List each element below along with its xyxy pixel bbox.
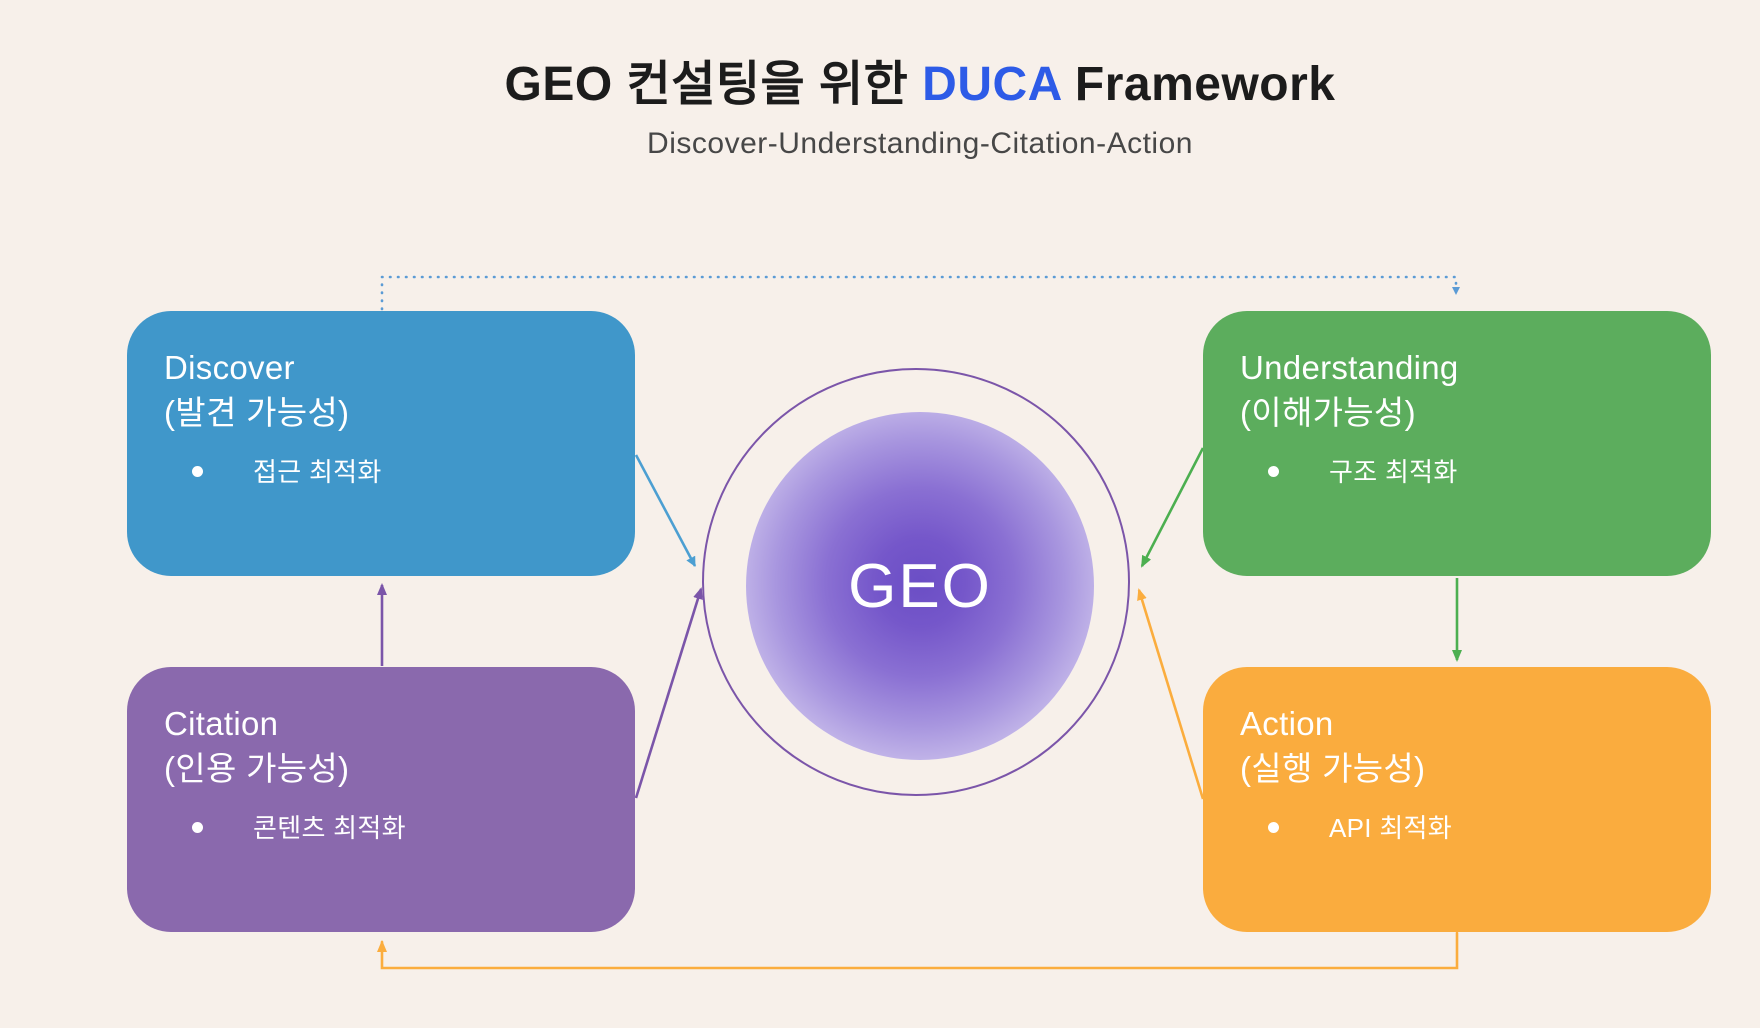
citation-box-title: Citation (인용 가능성) [164,701,349,791]
understanding-box-title: Understanding (이해가능성) [1240,345,1459,435]
understanding-bullet-label: 구조 최적화 [1329,457,1458,487]
geo-label: GEO [848,551,992,621]
citation-box: Citation (인용 가능성) 콘텐츠 최적화 [127,667,635,932]
page-title: GEO 컨설팅을 위한 DUCA Framework [505,44,1336,114]
page-title-suffix: Framework [1061,58,1336,111]
understanding-title-en: Understanding [1240,349,1459,386]
arrow-citation-to-geo [634,587,703,799]
arrow-action-to-geo [1137,588,1205,800]
arrow-discover-to-understanding-dotted [380,275,1460,311]
citation-bullet-row: 콘텐츠 최적화 [127,813,635,843]
arrow-discover-to-geo [634,454,697,567]
understanding-bullet-row: 구조 최적화 [1203,457,1711,487]
discover-box-title: Discover (발견 가능성) [164,345,349,435]
geo-core-circle: GEO [746,412,1094,760]
discover-box: Discover (발견 가능성) 접근 최적화 [127,311,635,576]
action-title-ko: (실행 가능성) [1240,750,1426,787]
arrow-understanding-to-geo [1140,447,1205,568]
bullet-dot-icon [1268,822,1279,833]
page-subtitle: Discover-Understanding-Citation-Action [647,127,1193,160]
action-title-en: Action [1240,705,1334,742]
action-box-title: Action (실행 가능성) [1240,701,1425,791]
citation-bullet-label: 콘텐츠 최적화 [253,813,406,843]
discover-bullet-row: 접근 최적화 [127,457,635,487]
discover-title-en: Discover [164,349,295,386]
citation-title-en: Citation [164,705,279,742]
action-bullet-row: API 최적화 [1203,813,1711,843]
bullet-dot-icon [1268,466,1279,477]
discover-title-ko: (발견 가능성) [164,394,350,431]
citation-title-ko: (인용 가능성) [164,750,350,787]
understanding-box: Understanding (이해가능성) 구조 최적화 [1203,311,1711,576]
action-bullet-label: API 최적화 [1329,813,1452,843]
bullet-dot-icon [192,822,203,833]
action-box: Action (실행 가능성) API 최적화 [1203,667,1711,932]
arrow-action-to-citation [377,931,1459,970]
understanding-title-ko: (이해가능성) [1240,394,1416,431]
discover-bullet-label: 접근 최적화 [253,457,382,487]
page-title-prefix: GEO 컨설팅을 위한 [504,58,923,111]
bullet-dot-icon [192,466,203,477]
page-title-highlight: DUCA [922,58,1062,111]
geo-outer-ring [702,368,1130,796]
